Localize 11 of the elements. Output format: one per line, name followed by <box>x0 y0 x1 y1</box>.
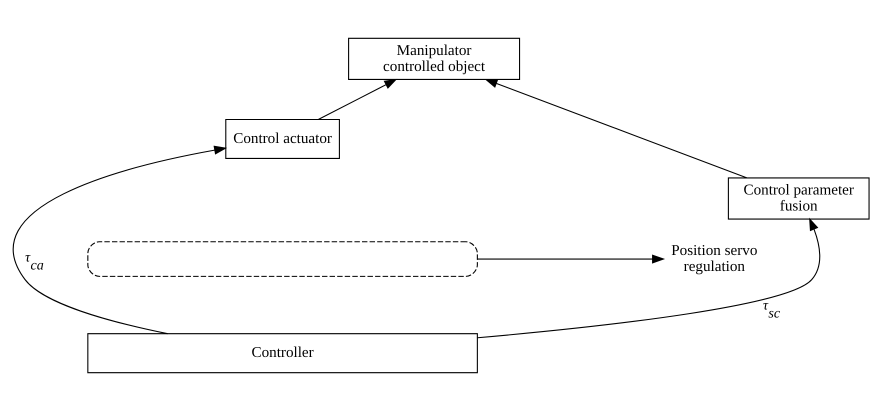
node-box <box>87 240 478 276</box>
arrow <box>477 254 666 264</box>
node-box: Manipulator controlled object <box>348 37 520 80</box>
arrow <box>478 217 820 338</box>
node-box: Control actuator <box>225 118 340 158</box>
node-box: Controller <box>87 332 478 373</box>
node-box: Control parameter fusion <box>728 176 870 220</box>
arrow <box>484 78 748 178</box>
node-text: Position servo regulation <box>671 242 758 275</box>
arrow <box>13 145 228 334</box>
arrow <box>318 78 398 120</box>
